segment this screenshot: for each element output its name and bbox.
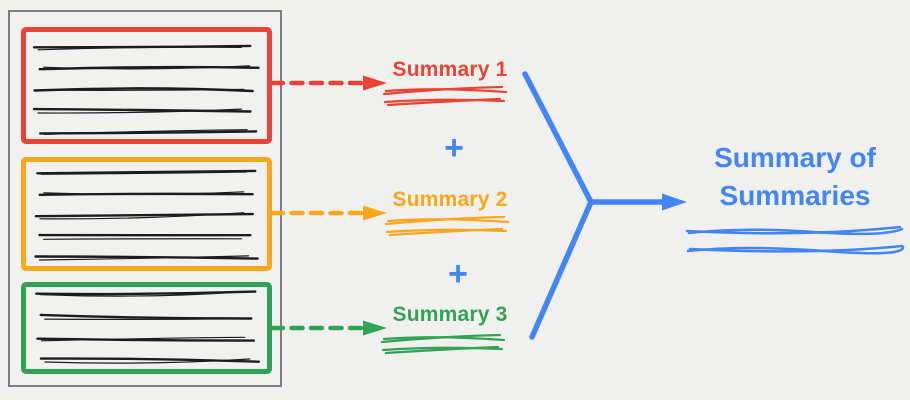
handwritten-text-lines xyxy=(35,290,260,364)
orange-dashed-arrow-icon xyxy=(269,205,387,221)
green-dashed-arrow-icon xyxy=(269,320,387,336)
red-dashed-arrow-icon xyxy=(269,75,387,91)
summary-1-label: Summary 1 xyxy=(392,58,508,81)
summary-2-scribble xyxy=(384,215,510,237)
summary-2-label: Summary 2 xyxy=(392,188,508,211)
source-document xyxy=(8,10,282,387)
plus-operator-2: + xyxy=(448,255,468,293)
merge-arrow-icon xyxy=(522,71,687,340)
doc-section-green xyxy=(21,282,272,374)
result-scribble xyxy=(685,225,905,255)
doc-section-orange xyxy=(21,157,272,271)
result-title: Summary of Summaries xyxy=(714,142,876,211)
summary-1-scribble xyxy=(382,85,508,107)
summary-3-scribble xyxy=(380,333,506,355)
handwritten-text-lines xyxy=(34,169,259,261)
summary-3-label: Summary 3 xyxy=(392,303,508,326)
handwritten-text-lines xyxy=(32,44,260,135)
plus-operator-1: + xyxy=(444,129,464,167)
doc-section-red xyxy=(21,27,272,144)
